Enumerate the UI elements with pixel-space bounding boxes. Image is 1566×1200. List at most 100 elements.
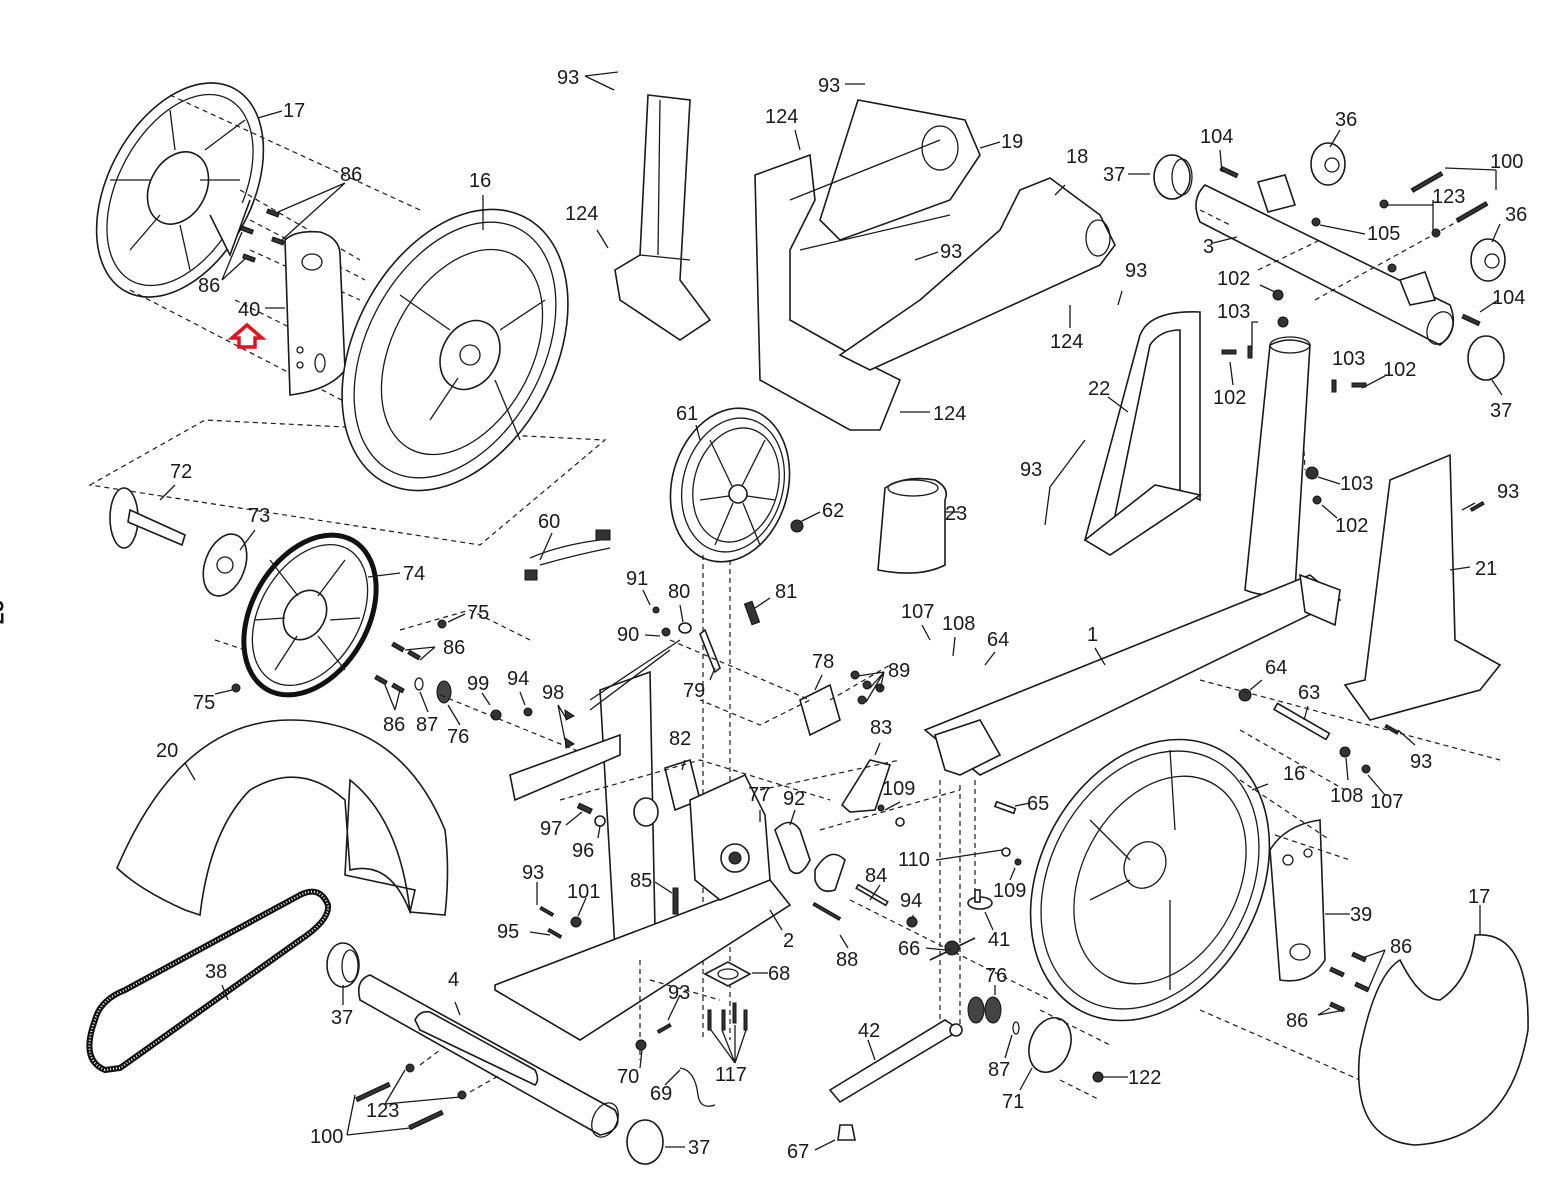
callout-80: 80 bbox=[668, 581, 690, 603]
callout-21: 21 bbox=[1475, 558, 1497, 580]
callout-117: 117 bbox=[715, 1064, 747, 1086]
part-18-upper-shroud bbox=[838, 177, 1116, 371]
callout-86: 86 bbox=[443, 637, 465, 659]
callout-63: 63 bbox=[1298, 682, 1320, 704]
callout-93: 93 bbox=[1020, 459, 1042, 481]
callout-41: 41 bbox=[988, 929, 1010, 951]
callout-68: 68 bbox=[768, 963, 790, 985]
callout-100: 100 bbox=[1490, 151, 1523, 173]
callout-104: 104 bbox=[1492, 287, 1525, 309]
part-72-axle bbox=[109, 487, 186, 549]
callout-76: 76 bbox=[447, 726, 469, 748]
part-117-screws bbox=[707, 1002, 748, 1031]
part-77-crank-housing bbox=[689, 773, 771, 901]
callout-85: 85 bbox=[630, 870, 652, 892]
callout-40: 40 bbox=[238, 299, 260, 321]
hardware-brake bbox=[652, 600, 761, 674]
callout-81: 81 bbox=[775, 581, 797, 603]
callout-37: 37 bbox=[331, 1007, 353, 1029]
assembly-envelope bbox=[88, 419, 607, 546]
callout-76: 76 bbox=[985, 965, 1007, 987]
callout-102: 102 bbox=[1383, 359, 1416, 381]
assembly-line bbox=[669, 639, 891, 726]
callout-93: 93 bbox=[818, 75, 840, 97]
callout-4: 4 bbox=[448, 969, 459, 991]
part-pivot-bracket bbox=[934, 719, 1017, 815]
part-73-bearing-hub bbox=[202, 533, 248, 597]
part-37-end-cap bbox=[1153, 154, 1193, 200]
callout-69: 69 bbox=[650, 1083, 672, 1105]
callout-99: 99 bbox=[467, 673, 489, 695]
callout-103: 103 bbox=[1332, 348, 1365, 370]
callout-104: 104 bbox=[1200, 126, 1233, 148]
callout-67: 67 bbox=[787, 1141, 809, 1163]
callout-93: 93 bbox=[557, 67, 579, 89]
callout-42: 42 bbox=[858, 1020, 880, 1042]
callout-102: 102 bbox=[1217, 268, 1250, 290]
callout-17: 17 bbox=[1468, 886, 1490, 908]
callout-65: 65 bbox=[1027, 793, 1049, 815]
part-39-bracket bbox=[1269, 819, 1326, 982]
part-78-magnet-bracket bbox=[799, 670, 885, 737]
callout-18: 18 bbox=[1066, 146, 1088, 168]
callout-16: 16 bbox=[469, 170, 491, 192]
assembly-line bbox=[1199, 679, 1501, 1081]
callout-22: 22 bbox=[1088, 378, 1110, 400]
callout-124: 124 bbox=[1050, 331, 1083, 353]
callout-78: 78 bbox=[812, 651, 834, 673]
callout-70: 70 bbox=[617, 1066, 639, 1088]
callout-94: 94 bbox=[507, 668, 529, 690]
part-36-leveler bbox=[1310, 142, 1346, 186]
bolt-86-group-left bbox=[240, 208, 285, 263]
callout-labels: 17 86 86 40 16 93 124 93 124 19 93 18 12… bbox=[156, 67, 1527, 1163]
callout-98: 98 bbox=[542, 682, 564, 704]
callout-124: 124 bbox=[765, 106, 798, 128]
part-83-sensor-bracket bbox=[840, 759, 892, 813]
callout-77: 77 bbox=[748, 784, 770, 806]
callout-39: 39 bbox=[1350, 904, 1372, 926]
callout-75: 75 bbox=[193, 692, 215, 714]
callout-36: 36 bbox=[1335, 109, 1357, 131]
callout-61: 61 bbox=[676, 403, 698, 425]
callout-87: 87 bbox=[988, 1059, 1010, 1081]
callout-1: 1 bbox=[1087, 624, 1098, 646]
part-4-front-stabilizer bbox=[357, 974, 619, 1138]
callout-86: 86 bbox=[340, 164, 362, 186]
callout-124: 124 bbox=[565, 203, 598, 225]
callout-124: 124 bbox=[933, 403, 966, 425]
callout-88: 88 bbox=[836, 949, 858, 971]
callout-93: 93 bbox=[1410, 751, 1432, 773]
callout-20: 20 bbox=[156, 740, 178, 762]
part-19-front-shroud bbox=[754, 99, 981, 431]
callout-101: 101 bbox=[567, 881, 600, 903]
callout-109: 109 bbox=[882, 778, 915, 800]
callout-110: 110 bbox=[898, 849, 930, 871]
callout-37: 37 bbox=[1490, 400, 1512, 422]
callout-37: 37 bbox=[688, 1137, 710, 1159]
callout-66: 66 bbox=[898, 938, 920, 960]
callout-36: 36 bbox=[1505, 204, 1527, 226]
part-seat-tube bbox=[1244, 336, 1311, 596]
callout-86: 86 bbox=[198, 275, 220, 297]
callout-82: 82 bbox=[669, 728, 691, 750]
part-38-belt bbox=[86, 888, 332, 1074]
callout-79: 79 bbox=[683, 680, 705, 702]
part-16-left-flywheel-cover bbox=[341, 208, 569, 492]
callout-109: 109 bbox=[993, 880, 1026, 902]
callout-93: 93 bbox=[940, 241, 962, 263]
assembly-line bbox=[702, 555, 731, 1040]
part-40-bracket bbox=[284, 230, 346, 396]
part-17-left-shield bbox=[95, 82, 265, 298]
callout-107: 107 bbox=[1370, 791, 1403, 813]
callout-87: 87 bbox=[416, 714, 438, 736]
part-16-right-flywheel-cover bbox=[1029, 738, 1271, 1022]
callout-72: 72 bbox=[170, 461, 192, 483]
callout-122: 122 bbox=[1128, 1067, 1161, 1089]
callout-3: 3 bbox=[1203, 236, 1214, 258]
callout-102: 102 bbox=[1213, 387, 1246, 409]
part-23-post-cover bbox=[877, 477, 948, 574]
part-74-pulley bbox=[241, 532, 379, 698]
assembly-line bbox=[419, 1049, 501, 1093]
hardware-pulley bbox=[231, 619, 575, 749]
callout-17: 17 bbox=[283, 100, 305, 122]
